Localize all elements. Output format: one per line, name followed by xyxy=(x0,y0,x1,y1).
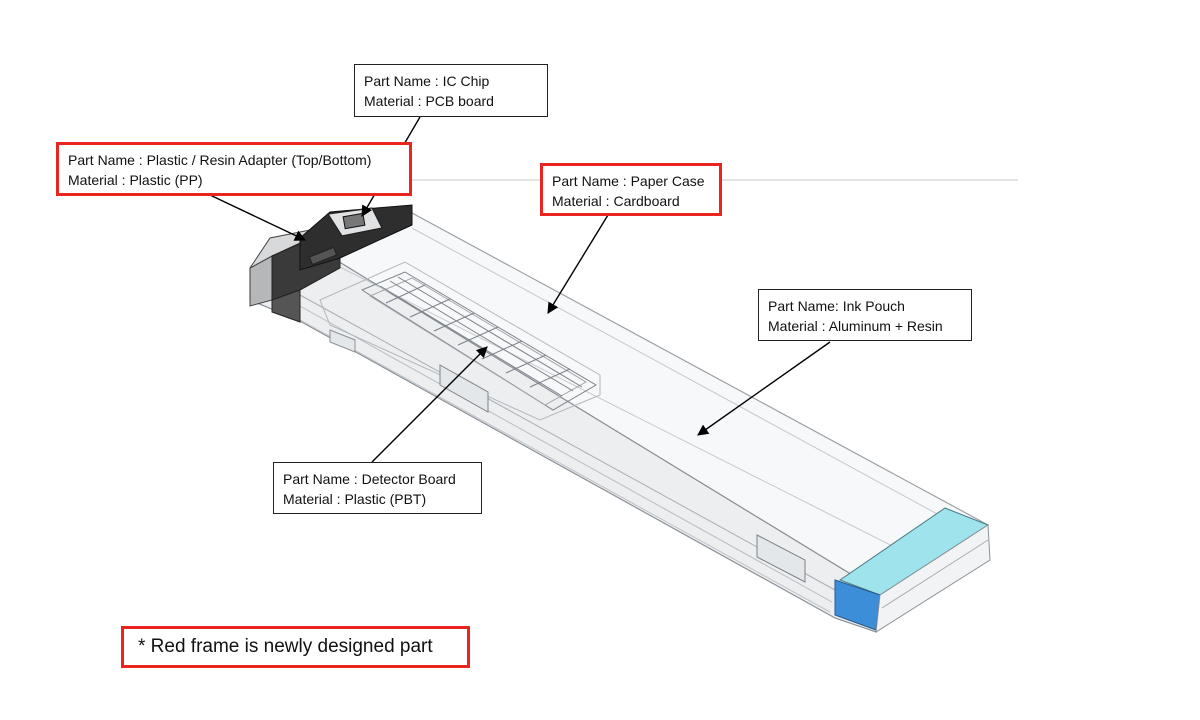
end-cap-groove xyxy=(881,539,989,609)
adapter-part-name: Part Name : Plastic / Resin Adapter (Top… xyxy=(68,152,372,168)
front-rail-bottom xyxy=(299,319,831,613)
clip-front-1 xyxy=(439,364,489,413)
cartridge-illustration xyxy=(249,204,991,633)
paper-case-top xyxy=(298,212,990,593)
label-paper-case: Part Name : Paper Case Material : Cardbo… xyxy=(540,163,722,216)
adapter-slot xyxy=(308,246,338,266)
new-design-note: * Red frame is newly designed part xyxy=(121,626,470,668)
detector-board-grid xyxy=(360,271,597,411)
top-back-edge xyxy=(411,227,986,541)
ic-chip-part-name: Part Name : IC Chip xyxy=(364,73,490,89)
top-inner-edge xyxy=(329,261,941,571)
ic-chip-contact xyxy=(342,212,366,230)
label-ic-chip: Part Name : IC Chip Material : PCB board xyxy=(354,64,548,117)
detector-board-material: Material : Plastic (PBT) xyxy=(283,491,427,507)
detector-board-part-name: Part Name : Detector Board xyxy=(283,471,456,487)
paper-case-part-name: Part Name : Paper Case xyxy=(552,173,705,189)
front-rail-lower xyxy=(297,304,833,603)
clip-front-3 xyxy=(329,329,356,353)
label-detector-board: Part Name : Detector Board Material : Pl… xyxy=(273,462,482,514)
clip-front-2 xyxy=(756,534,806,583)
leader-detector-board xyxy=(371,346,488,463)
ink-pouch-part-name: Part Name: Ink Pouch xyxy=(768,298,905,314)
leader-ink-pouch xyxy=(697,341,831,436)
paper-case-material: Material : Cardboard xyxy=(552,193,680,209)
leader-adapter xyxy=(209,194,307,241)
ic-chip-material: Material : PCB board xyxy=(364,93,494,109)
adapter-front-lower xyxy=(271,289,301,323)
label-adapter: Part Name : Plastic / Resin Adapter (Top… xyxy=(56,142,412,196)
ink-pouch-material: Material : Aluminum + Resin xyxy=(768,318,943,334)
leader-paper-case xyxy=(547,214,609,314)
adapter-material: Material : Plastic (PP) xyxy=(68,172,203,188)
front-rail xyxy=(299,294,836,591)
label-ink-pouch: Part Name: Ink Pouch Material : Aluminum… xyxy=(758,289,972,341)
end-cap-front xyxy=(875,524,991,633)
detector-frame xyxy=(319,261,601,421)
